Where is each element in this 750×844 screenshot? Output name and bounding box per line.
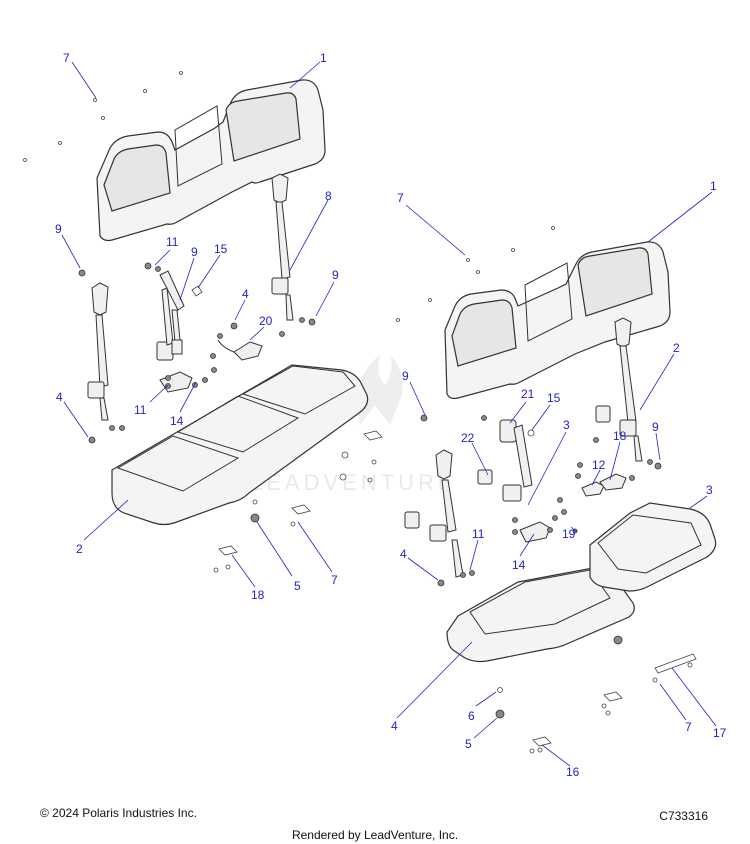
callout-9-left-outer[interactable]: 9 [55,222,62,236]
hardware-left [23,71,383,573]
callout-22[interactable]: 22 [461,431,475,445]
watermark: LEADVENTURE [250,355,457,495]
callout-7-right-bottom[interactable]: 7 [685,720,692,734]
callout-3-right[interactable]: 3 [706,483,713,497]
callout-15-left[interactable]: 15 [214,242,228,256]
rendered-by-credit: Rendered by LeadVenture, Inc. [291,828,459,842]
seat-back-right[interactable] [444,241,671,400]
callout-14-left[interactable]: 14 [170,414,184,428]
callout-4-left-top[interactable]: 4 [242,287,249,301]
callout-5-left[interactable]: 5 [294,579,301,593]
callout-17[interactable]: 17 [713,726,727,740]
callout-8[interactable]: 8 [325,189,332,203]
seat-belt-left-right[interactable] [271,173,294,321]
callout-20[interactable]: 20 [259,314,273,328]
callout-5-right[interactable]: 5 [465,737,472,751]
callout-1-right[interactable]: 1 [710,179,717,193]
callout-11-right[interactable]: 11 [472,527,485,541]
callout-18-right[interactable]: 18 [613,429,627,443]
seat-base-right-upper[interactable] [589,502,717,592]
callout-15-right[interactable]: 15 [547,391,561,405]
callout-9-right-right[interactable]: 9 [652,420,659,434]
callout-18-left[interactable]: 18 [251,588,265,602]
buckle-right[interactable] [519,473,627,543]
callout-19[interactable]: 19 [562,527,576,541]
callout-labels: 7 1 8 9 11 9 15 9 4 20 4 11 14 2 5 7 18 … [55,51,727,779]
callout-7-right-top[interactable]: 7 [397,191,404,205]
seat-belt-right-center[interactable] [477,419,533,502]
callout-21[interactable]: 21 [521,387,535,401]
callout-9-left-center[interactable]: 9 [191,245,198,259]
watermark-text: LEADVENTURE [250,470,457,495]
callout-14-right[interactable]: 14 [512,558,526,572]
seat-belt-left-center[interactable] [156,270,185,361]
callout-4-left-bottom[interactable]: 4 [56,390,63,404]
callout-12[interactable]: 12 [592,458,606,472]
callout-2-right[interactable]: 2 [673,341,680,355]
leader-lines [61,61,717,767]
callout-7-left-bottom[interactable]: 7 [331,573,338,587]
callout-4-right-upper[interactable]: 4 [400,547,407,561]
callout-2-left[interactable]: 2 [76,542,83,556]
callout-11-left-top[interactable]: 11 [166,235,179,249]
copyright-notice: © 2024 Polaris Industries Inc. [40,806,197,820]
callout-3-right-upper[interactable]: 3 [563,418,570,432]
seat-back-left[interactable] [96,79,326,242]
callout-11-left-bottom[interactable]: 11 [134,403,147,417]
seat-belt-left-outer[interactable] [87,282,109,421]
callout-6[interactable]: 6 [468,709,475,723]
callout-9-left-right[interactable]: 9 [332,268,339,282]
callout-4-right-lower[interactable]: 4 [391,719,398,733]
figure-code: C733316 [659,809,708,823]
callout-16[interactable]: 16 [566,765,580,779]
hardware-right [396,226,697,754]
callout-9-right-outer[interactable]: 9 [402,369,409,383]
callout-7-top-left[interactable]: 7 [63,51,70,65]
seat-belt-right-right[interactable] [595,317,643,462]
seat-base-left[interactable] [111,364,369,526]
callout-1-left[interactable]: 1 [320,51,327,65]
